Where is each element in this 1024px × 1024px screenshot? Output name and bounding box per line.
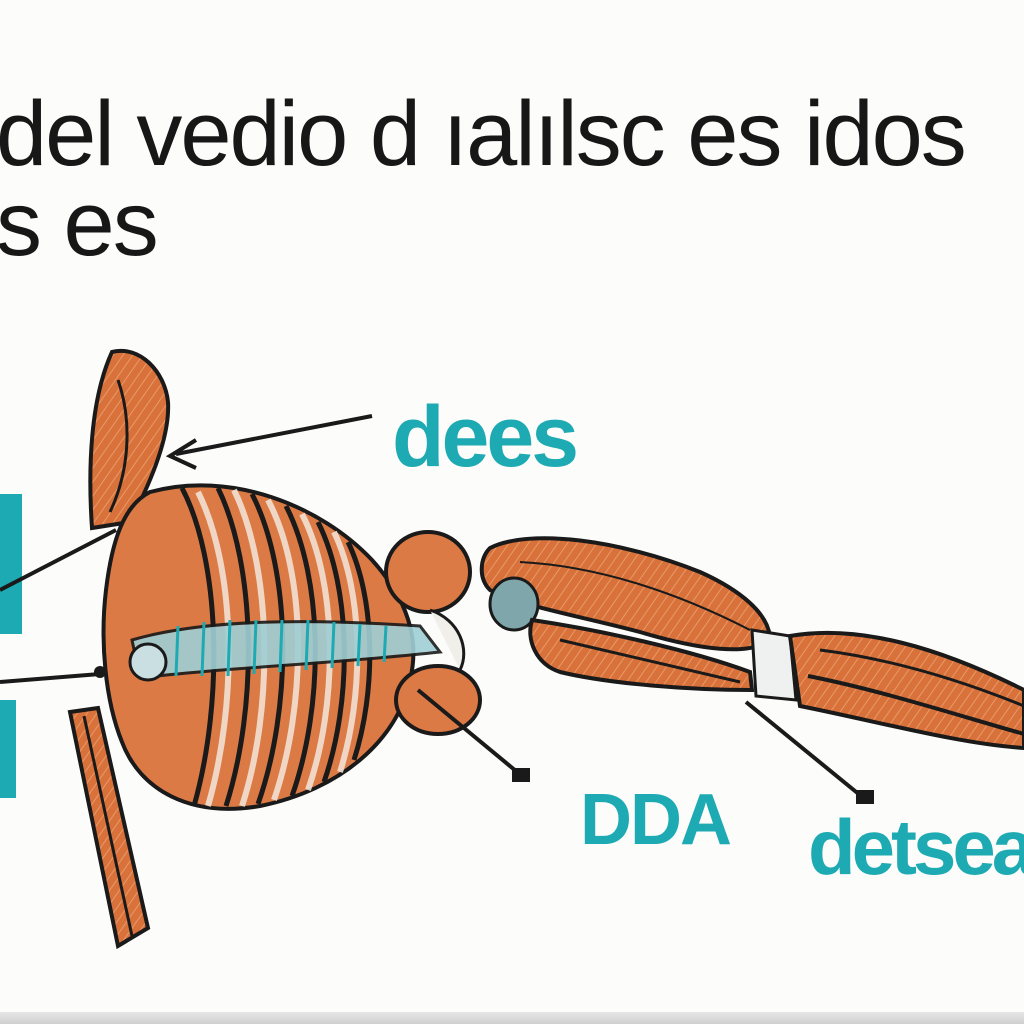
pointer-left-middle [0,672,101,684]
upper-flap-shape [88,348,171,531]
pointer-arrowhead [165,438,198,470]
pointer-to-detsear [744,700,868,802]
wrist-band [750,628,798,702]
title-line-2: s es [0,173,159,275]
pointer-to-flap [175,414,373,456]
title-line-1: del vedio d ıalılsc es idos [0,83,967,185]
paper-bottom-edge [0,1012,1024,1024]
callout-label-dda: DDA [580,780,732,860]
elbow-cap [488,576,540,632]
distal-limb-shape [787,630,1024,751]
pointer-to-dda [416,688,524,778]
cropped-label-fragment-top [0,494,22,634]
callout-label-dees: dees [392,389,579,485]
callout-label-detsear: detsear [808,803,1024,891]
upper-joint-ball [384,530,472,614]
pointer-lines [0,414,868,802]
spine-end-disc [128,642,168,682]
pointer-left-upper [0,528,117,592]
lower-joint-ball [394,664,482,736]
spine-shape [130,620,443,680]
cropped-label-fragment-bottom [0,700,16,798]
